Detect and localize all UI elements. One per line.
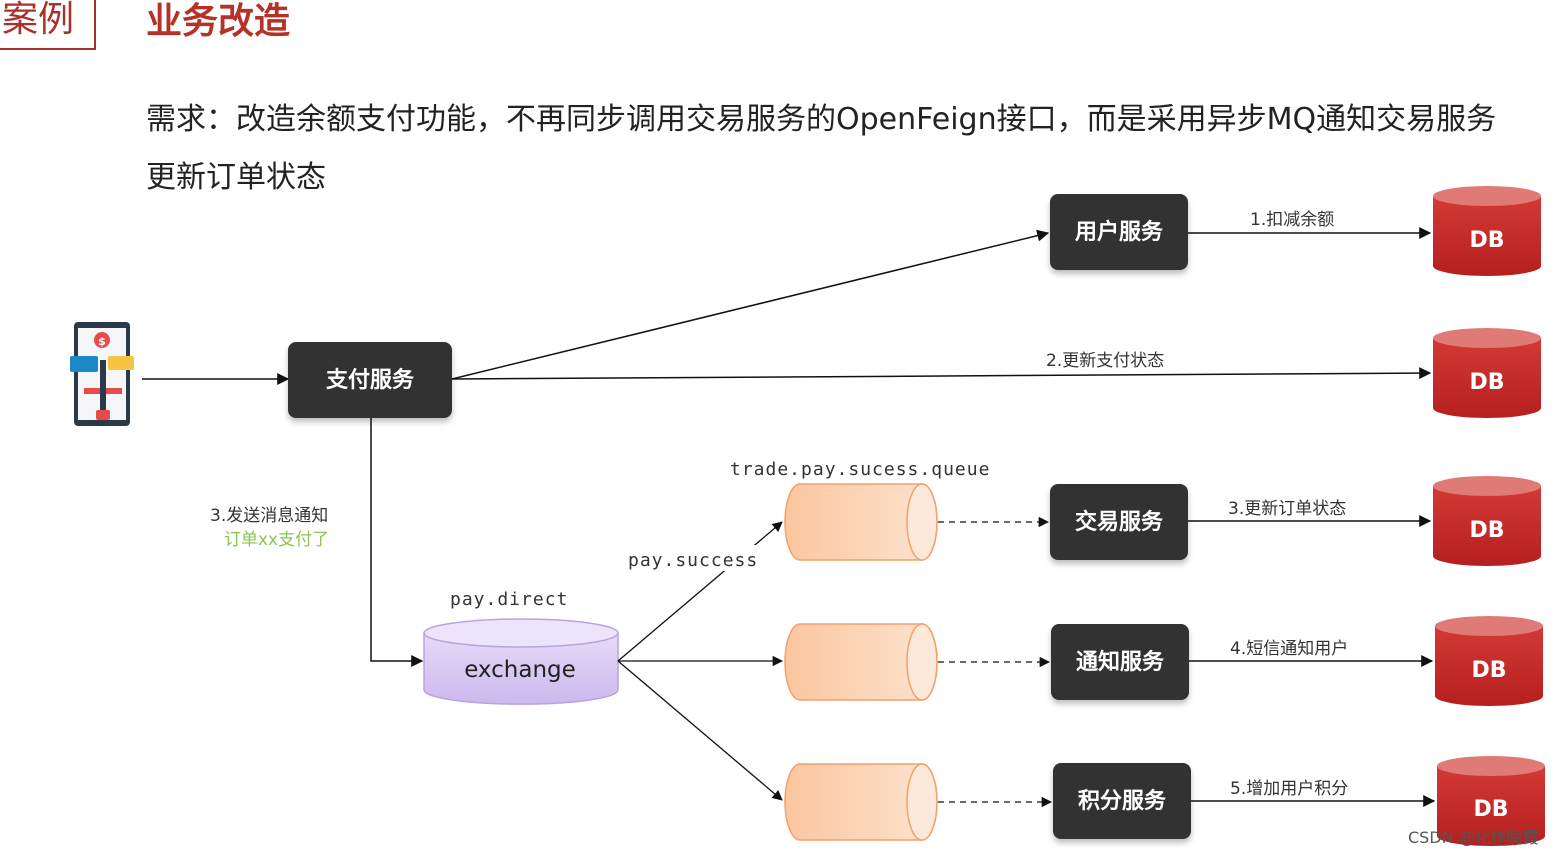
section-tag: 案例 (0, 0, 96, 50)
pay-service-box (288, 342, 452, 418)
db-label-3: DB (1469, 518, 1504, 543)
exchange-cylinder (423, 618, 619, 705)
points-service-box (1053, 763, 1191, 839)
queue-name-label: trade.pay.sucess.queue (730, 459, 990, 480)
requirement-line-1: 需求：改造余额支付功能，不再同步调用交易服务的OpenFeign接口，而是采用异… (146, 102, 1497, 137)
step-4-label: 4.短信通知用户 (1230, 639, 1348, 659)
db-cylinder-2 (1433, 328, 1541, 418)
user-service-label: 用户服务 (1075, 219, 1164, 245)
queue-points (784, 763, 938, 841)
notify-service-box (1051, 624, 1189, 700)
db-cylinder-3 (1433, 476, 1541, 566)
db-label-2: DB (1469, 370, 1504, 395)
queue-notify (784, 623, 938, 701)
step-3-send-label: 3.发送消息通知 (210, 506, 328, 526)
step-5-label: 5.增加用户积分 (1230, 779, 1348, 799)
user-service-box (1050, 194, 1188, 270)
db-label-4: DB (1471, 658, 1506, 683)
db-cylinder-5 (1437, 756, 1545, 846)
exchange-label: exchange (464, 657, 576, 683)
points-service-label: 积分服务 (1078, 789, 1167, 814)
exchange-name: pay.direct (450, 589, 568, 610)
trade-service-box (1050, 484, 1188, 560)
db-cylinder-4 (1435, 616, 1543, 706)
step-1-label: 1.扣减余额 (1250, 210, 1334, 230)
step-3-update-label: 3.更新订单状态 (1228, 499, 1346, 519)
page-title: 业务改造 (146, 1, 291, 42)
pay-service-label: 支付服务 (326, 368, 415, 393)
mobile-payment-icon: $ (70, 322, 134, 426)
svg-text:$: $ (98, 335, 106, 348)
watermark-text: CSDN @化作晚霞 (1408, 828, 1539, 847)
queue-trade (784, 483, 938, 561)
db-cylinder-1 (1433, 186, 1541, 276)
routing-key-label: pay.success (628, 550, 758, 571)
message-content-label: 订单xx支付了 (224, 530, 329, 550)
notify-service-label: 通知服务 (1076, 649, 1165, 675)
step-2-label: 2.更新支付状态 (1046, 351, 1164, 371)
db-label-5: DB (1473, 797, 1508, 822)
trade-service-label: 交易服务 (1075, 509, 1164, 535)
db-label-1: DB (1469, 228, 1504, 253)
requirement-line-2: 更新订单状态 (146, 160, 326, 195)
